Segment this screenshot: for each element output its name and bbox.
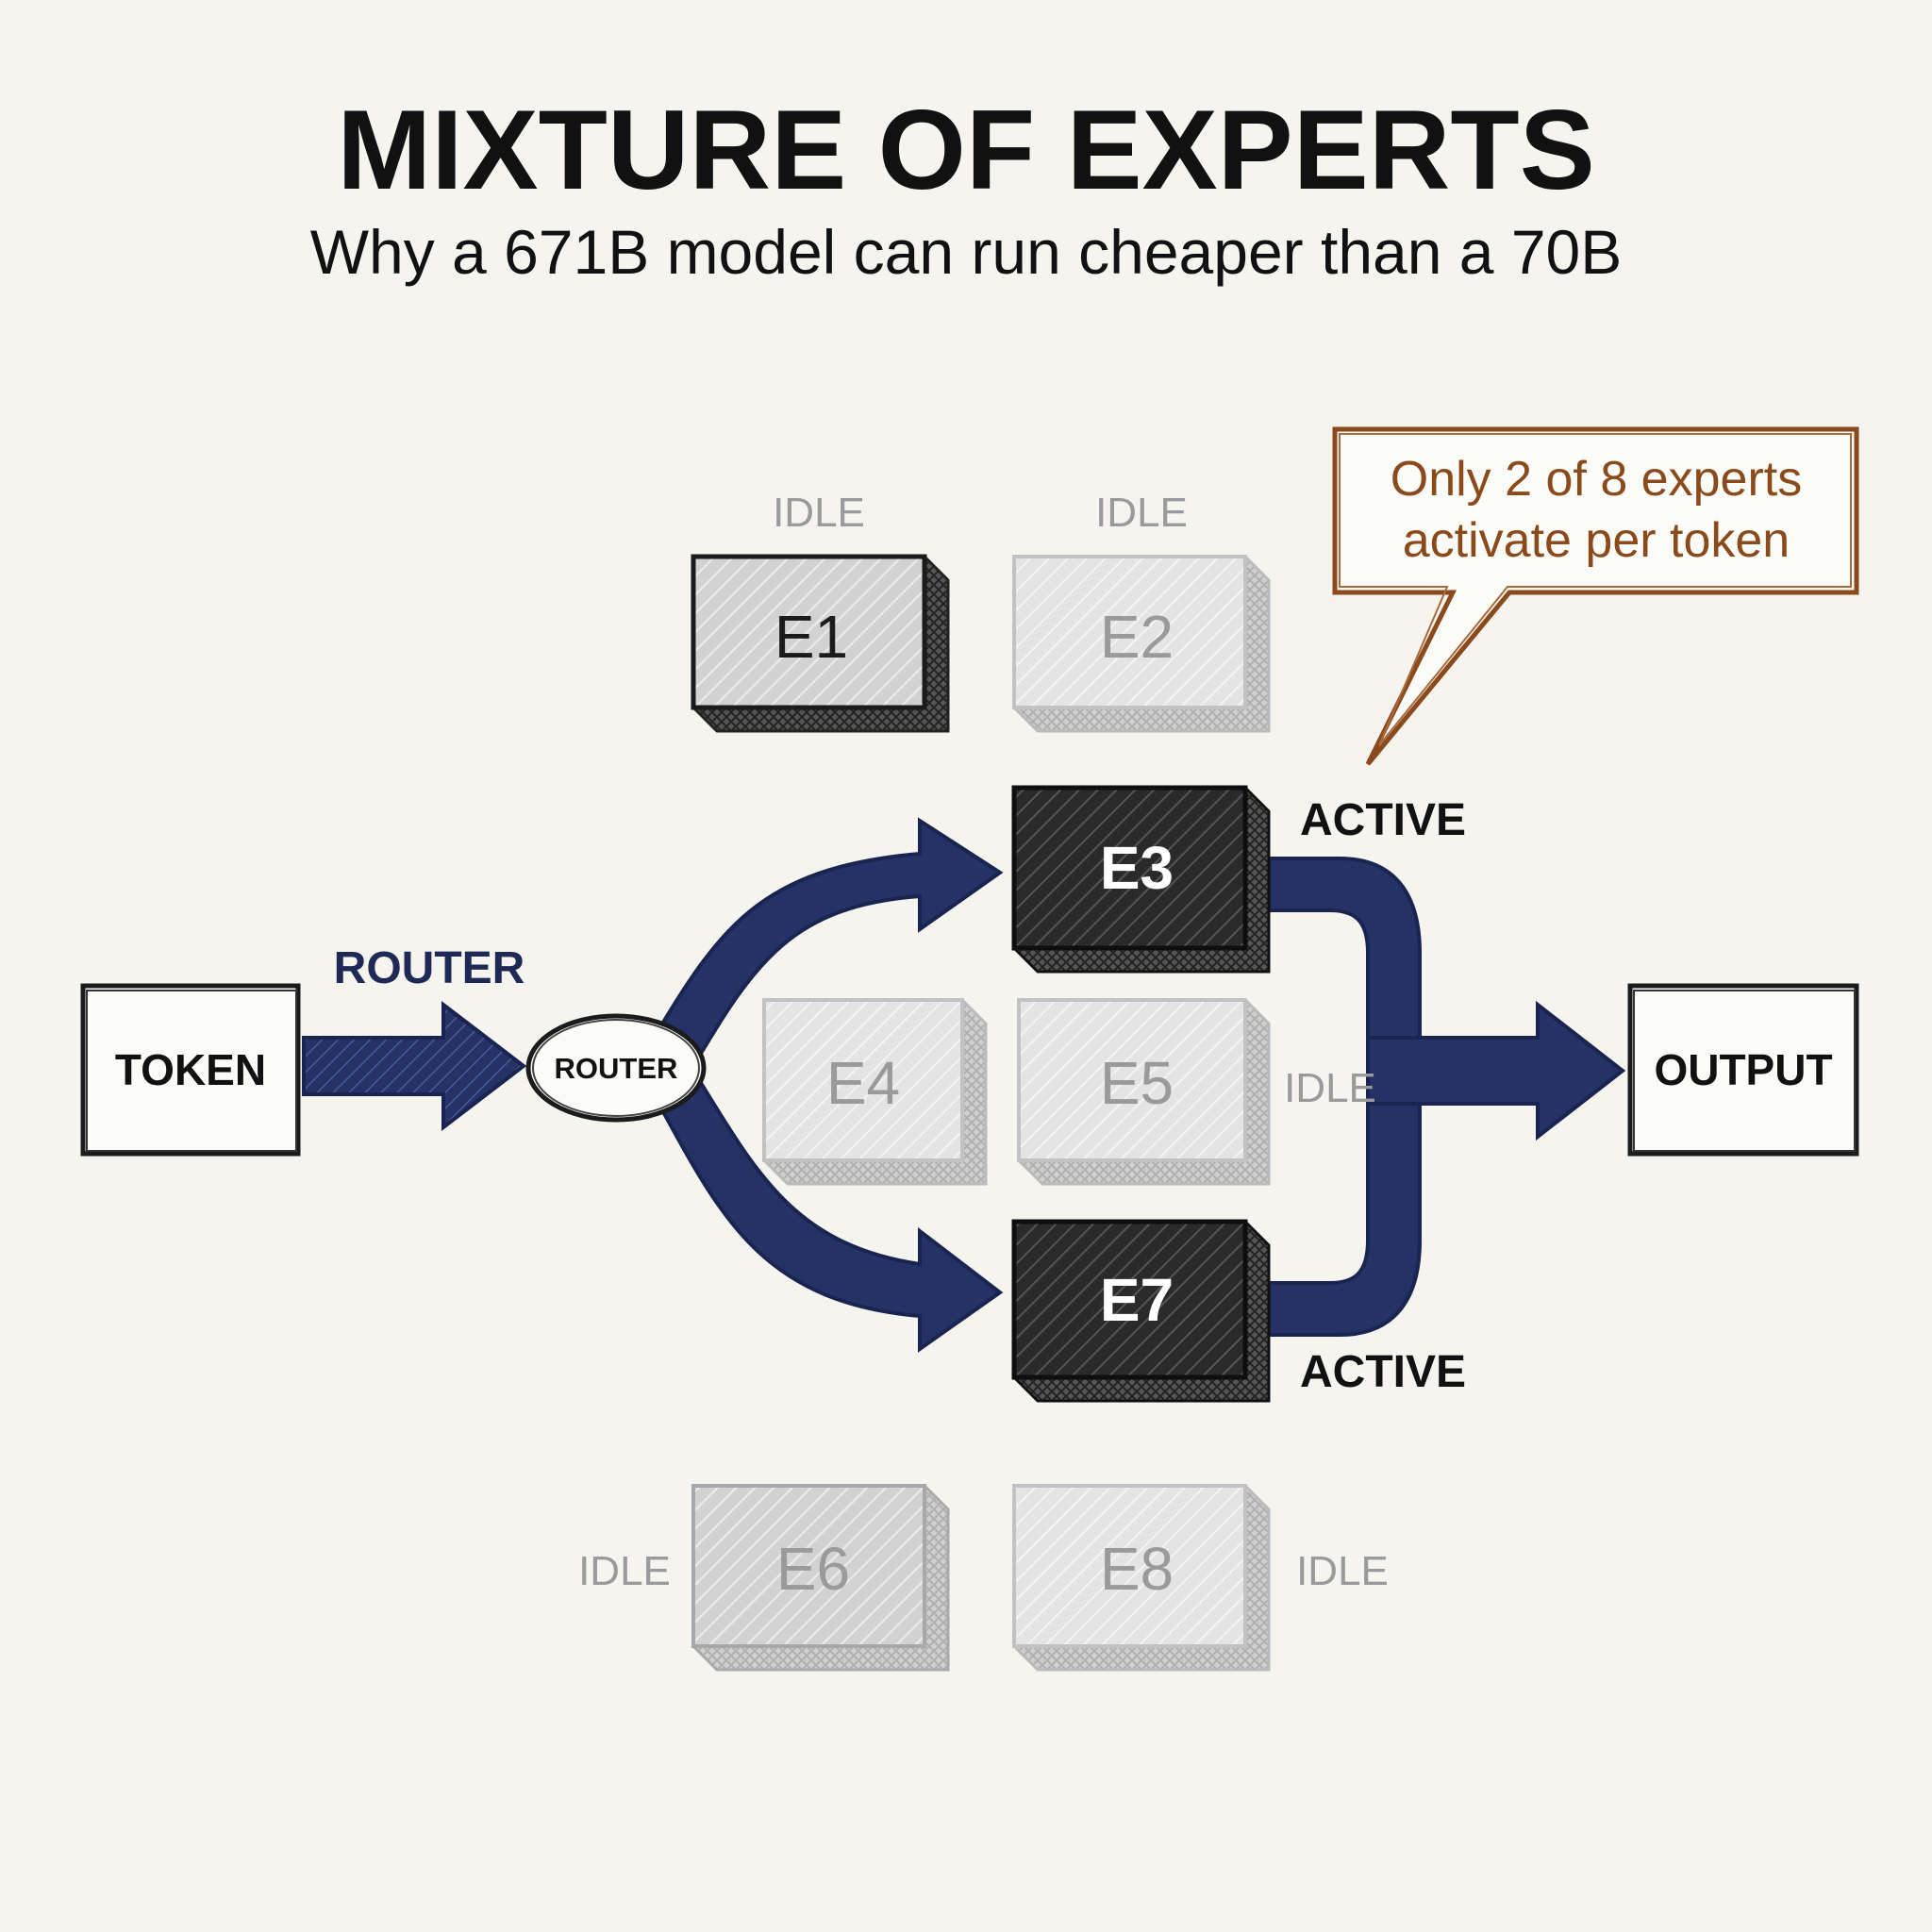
expert-e2: E2 <box>1012 555 1271 733</box>
e7-to-output-path <box>1267 1092 1422 1337</box>
expert-e4: E4 <box>762 998 988 1186</box>
token-to-router-arrow <box>302 1000 527 1132</box>
output-label: OUTPUT <box>1654 1045 1832 1094</box>
expert-e6: E6 <box>691 1484 950 1672</box>
expert-e5: E5 <box>1017 998 1271 1186</box>
e3-to-output-path <box>1267 857 1422 1040</box>
expert-e2-status: IDLE <box>1095 490 1188 536</box>
page-subtitle: Why a 671B model can run cheaper than a … <box>310 217 1623 287</box>
flow-arrows <box>302 817 1626 1353</box>
expert-e1-status: IDLE <box>773 490 865 536</box>
router-to-e7-arrow <box>648 1068 1004 1353</box>
expert-e3: E3 <box>1011 785 1271 974</box>
output-box: OUTPUT <box>1627 983 1859 1157</box>
expert-e4-label: E4 <box>826 1049 900 1117</box>
expert-e8: E8 <box>1012 1484 1271 1672</box>
callout-bubble: Only 2 of 8 experts activate per token <box>1332 426 1859 766</box>
expert-e1-label: E1 <box>774 603 848 671</box>
expert-e6-label: E6 <box>776 1535 850 1603</box>
callout-line2: activate per token <box>1403 513 1790 568</box>
expert-e3-status: ACTIVE <box>1300 795 1466 845</box>
router-to-e3-arrow <box>648 817 1004 1069</box>
router-node: ROUTER <box>525 1013 707 1123</box>
expert-e8-label: E8 <box>1100 1535 1174 1603</box>
expert-e7: E7 <box>1011 1219 1271 1403</box>
router-top-label: ROUTER <box>334 943 525 993</box>
expert-e7-label: E7 <box>1100 1266 1174 1334</box>
token-label: TOKEN <box>115 1045 266 1094</box>
expert-e3-label: E3 <box>1100 834 1174 902</box>
expert-e8-status: IDLE <box>1296 1548 1389 1594</box>
expert-e5-label: E5 <box>1100 1049 1174 1117</box>
page-title: MIXTURE OF EXPERTS <box>337 87 1594 213</box>
token-box: TOKEN <box>80 983 301 1157</box>
expert-e1: E1 <box>691 554 950 733</box>
expert-e5-status: IDLE <box>1284 1065 1376 1111</box>
callout-line1: Only 2 of 8 experts <box>1391 452 1802 507</box>
expert-e2-label: E2 <box>1100 603 1174 671</box>
merge-to-output-arrow <box>1366 1000 1626 1141</box>
router-label: ROUTER <box>555 1052 678 1085</box>
expert-e6-status: IDLE <box>578 1548 671 1594</box>
expert-e7-status: ACTIVE <box>1300 1347 1466 1397</box>
